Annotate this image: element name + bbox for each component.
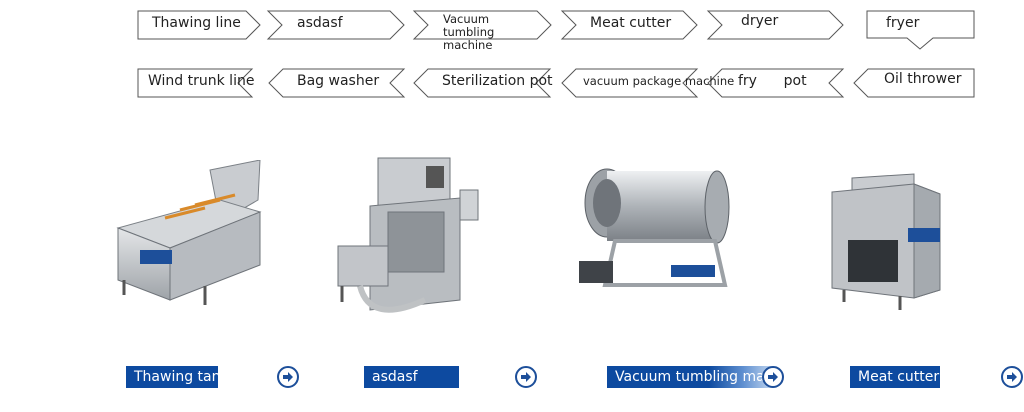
flow-step-vacuum-tumbling-machine: Vacuum tumbling machine	[443, 12, 495, 52]
arrow-right-circle-icon[interactable]	[762, 366, 784, 388]
meat-cutter-image[interactable]	[828, 170, 948, 320]
flow-step-shape	[266, 10, 405, 40]
product-tag-meat-cutter[interactable]: Meat cutter	[850, 366, 940, 388]
product-images	[0, 140, 1024, 330]
flow-step-shape	[137, 10, 261, 40]
process-flow-chart: Thawing line asdasf Vacuum tumbling mach…	[0, 0, 1024, 110]
product-tag-vacuum-tumbling-machine[interactable]: Vacuum tumbling machine	[607, 366, 777, 388]
arrow-right-circle-icon[interactable]	[1001, 366, 1023, 388]
flow-step-fry-pot: fry pot	[738, 73, 807, 89]
flow-step-shape	[706, 10, 844, 40]
flow-step-shape	[560, 10, 698, 40]
flow-step-shape	[268, 68, 406, 98]
arrow-right-circle-icon[interactable]	[277, 366, 299, 388]
flow-step-vacuum-package-machine: vacuum package machine	[583, 74, 735, 88]
flow-step-shape	[412, 10, 552, 40]
flow-step-sterilization-pot: Sterilization pot	[442, 73, 553, 89]
flow-step-shape	[853, 68, 975, 98]
flow-step-shape	[413, 68, 552, 98]
flow-step-meat-cutter: Meat cutter	[590, 15, 672, 31]
flow-step-shape	[866, 10, 975, 50]
flow-step-wind-trunk-line: Wind trunk line	[148, 73, 255, 89]
flow-shapes	[137, 10, 975, 98]
vacuum-tumbling-machine-image[interactable]	[575, 165, 735, 305]
product-tag-bar: Thawing tan asdasf Vacuum tumbling machi…	[0, 360, 1024, 400]
flow-step-oil-thrower: Oil thrower	[884, 71, 962, 87]
product-tag-thawing-tan[interactable]: Thawing tan	[126, 366, 218, 388]
thawing-tank-image[interactable]	[110, 160, 270, 310]
flow-step-asdasf: asdasf	[297, 15, 343, 31]
flow-step-shape	[561, 68, 699, 98]
arrow-right-circle-icon[interactable]	[515, 366, 537, 388]
asdasf-machine-image[interactable]	[330, 150, 490, 320]
flow-step-shape	[137, 68, 254, 98]
flow-step-bag-washer: Bag washer	[297, 73, 380, 89]
flow-step-dryer: dryer	[741, 13, 779, 29]
flow-step-thawing-line: Thawing line	[152, 15, 241, 31]
flow-step-shape	[707, 68, 845, 98]
flow-step-fryer: fryer	[886, 15, 920, 31]
product-tag-asdasf[interactable]: asdasf	[364, 366, 459, 388]
